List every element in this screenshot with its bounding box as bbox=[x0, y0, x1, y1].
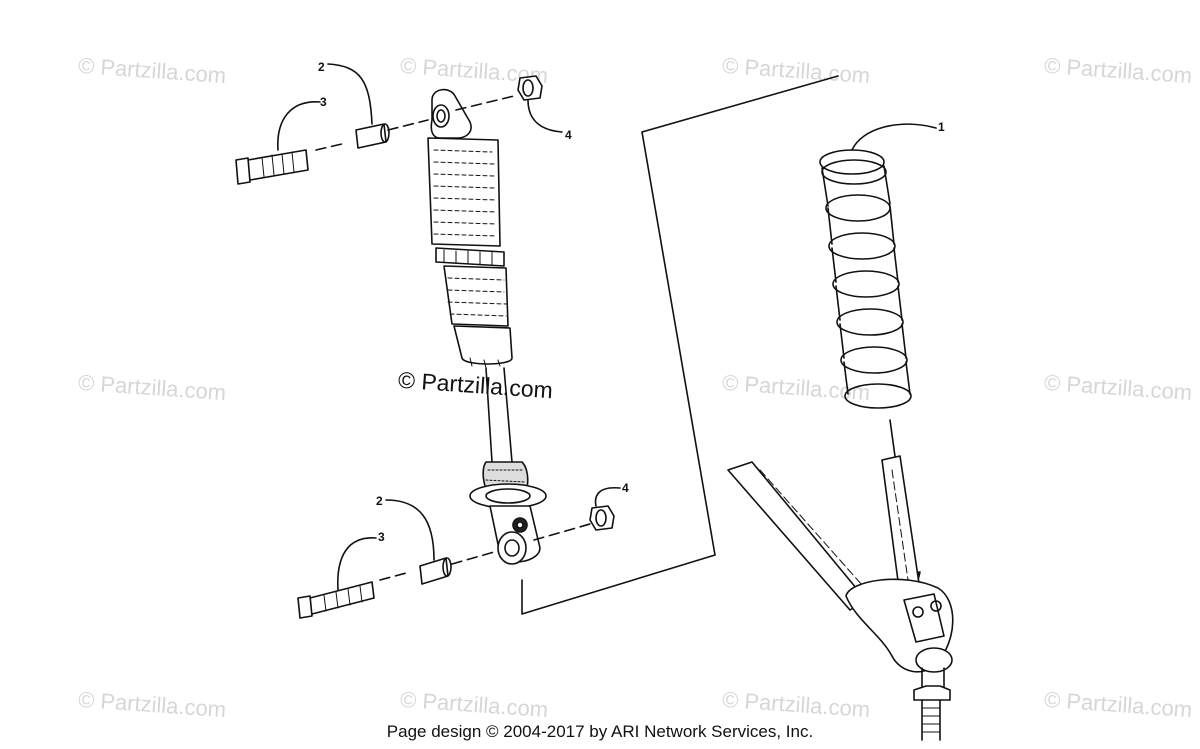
shock-bump-stop bbox=[469, 461, 547, 509]
leader-line-nut-top bbox=[527, 99, 563, 133]
leader-line-nut-bottom bbox=[594, 486, 621, 507]
lower-a-arm bbox=[727, 455, 954, 741]
bolt-top bbox=[235, 143, 343, 185]
callout-bushing-top: 2 bbox=[318, 60, 325, 74]
shock-upper-eye bbox=[430, 88, 472, 139]
bushing-bottom bbox=[419, 551, 495, 585]
callout-bolt-top: 3 bbox=[320, 95, 327, 109]
shock-lower-eye bbox=[489, 505, 541, 565]
callout-bolt-bottom: 3 bbox=[378, 530, 385, 544]
callout-spring: 1 bbox=[938, 120, 945, 134]
callout-nut-top: 4 bbox=[565, 128, 572, 142]
assembly-bracket-line bbox=[521, 75, 839, 615]
callout-nut-bottom: 4 bbox=[622, 481, 629, 495]
nut-top bbox=[455, 75, 543, 111]
bushing-top bbox=[355, 119, 429, 149]
callout-bushing-bottom: 2 bbox=[376, 494, 383, 508]
leader-line-bolt-top bbox=[277, 101, 321, 151]
nut-bottom bbox=[533, 505, 615, 541]
leader-line-spring bbox=[851, 123, 937, 151]
bolt-bottom bbox=[297, 571, 411, 619]
leader-line-bushing-bottom bbox=[385, 499, 435, 561]
leader-line-bushing-top bbox=[327, 63, 373, 125]
footer-copyright: Page design © 2004-2017 by ARI Network S… bbox=[386, 722, 814, 741]
shock-shaft bbox=[485, 367, 513, 463]
coil-spring bbox=[819, 149, 912, 409]
leader-line-bolt-bottom bbox=[337, 537, 377, 591]
shock-body bbox=[427, 137, 513, 369]
